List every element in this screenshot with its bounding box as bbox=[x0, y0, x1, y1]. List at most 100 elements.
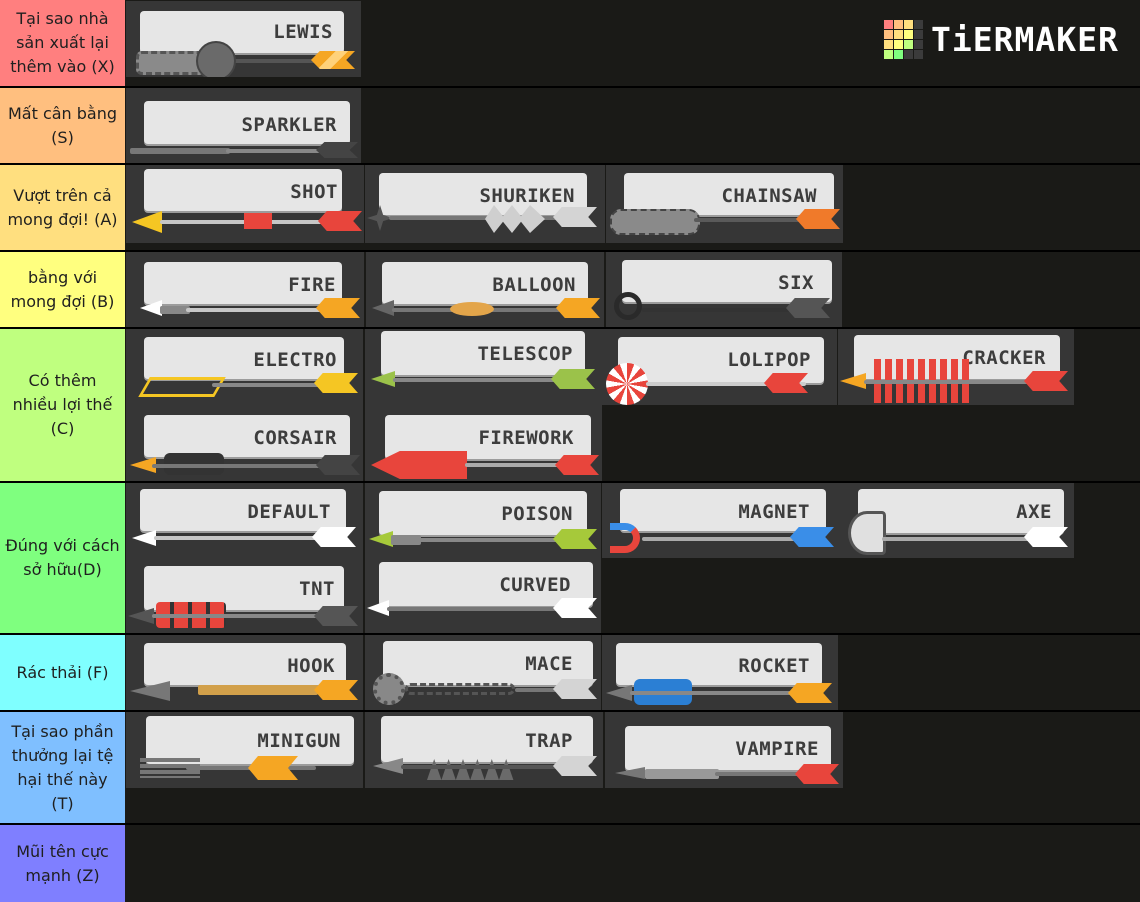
fletching-icon bbox=[311, 51, 355, 69]
tier-row-t: Tại sao phần thưởng lại tệ hại thế này (… bbox=[0, 712, 1140, 823]
electro-icon bbox=[138, 377, 226, 397]
tier-label-text: Có thêm nhiều lợi thế (C) bbox=[12, 371, 113, 438]
tier-item-telescop[interactable]: TELESCOP bbox=[365, 329, 601, 405]
arrowhead-icon bbox=[132, 530, 156, 546]
tier-item-chainsaw[interactable]: CHAINSAW bbox=[606, 165, 843, 243]
tier-item-default[interactable]: DEFAULT bbox=[126, 483, 363, 558]
item-name: HOOK bbox=[287, 655, 335, 677]
fletching-icon bbox=[314, 606, 358, 626]
tier-item-shuriken[interactable]: SHURIKEN bbox=[365, 165, 605, 243]
item-name: FIRE bbox=[288, 274, 336, 296]
fletching-icon bbox=[790, 527, 834, 547]
axe-icon bbox=[848, 511, 886, 555]
fletching-icon bbox=[553, 598, 597, 618]
tier-item-poison[interactable]: POISON bbox=[365, 483, 601, 558]
fletching-icon bbox=[553, 207, 597, 227]
tier-label-text: Rác thải (F) bbox=[16, 662, 109, 682]
item-name: ROCKET bbox=[738, 655, 810, 677]
arrowhead-icon bbox=[371, 371, 395, 387]
fletching-icon bbox=[555, 455, 599, 475]
tier-label-text: Đúng với cách sở hữu(D) bbox=[5, 536, 120, 579]
tier-label-s[interactable]: Mất cân bằng (S) bbox=[0, 88, 125, 163]
item-name: TELESCOP bbox=[477, 343, 573, 365]
item-name: CURVED bbox=[499, 574, 571, 596]
item-name: DEFAULT bbox=[247, 501, 331, 523]
tier-item-trap[interactable]: TRAP bbox=[365, 712, 603, 788]
tier-label-b[interactable]: bằng với mong đợi (B) bbox=[0, 252, 125, 327]
arrowhead-icon bbox=[372, 300, 394, 316]
fletching-icon bbox=[553, 529, 597, 549]
tier-label-a[interactable]: Vượt trên cả mong đợi! (A) bbox=[0, 165, 125, 250]
arrowhead-icon bbox=[606, 685, 632, 701]
fletching-icon bbox=[553, 679, 597, 699]
tier-item-corsair[interactable]: CORSAIR bbox=[126, 405, 363, 481]
tier-label-d[interactable]: Đúng với cách sở hữu(D) bbox=[0, 483, 125, 633]
fletching-icon bbox=[316, 298, 360, 318]
tier-item-mace[interactable]: MACE bbox=[365, 635, 601, 710]
tier-label-text: Tại sao phần thưởng lại tệ hại thế này (… bbox=[11, 721, 114, 813]
fletching-icon bbox=[312, 527, 356, 547]
tiermaker-logo[interactable]: TiERMAKER bbox=[884, 20, 1119, 59]
tier-label-f[interactable]: Rác thải (F) bbox=[0, 635, 125, 710]
tier-item-vampire[interactable]: VAMPIRE bbox=[605, 712, 843, 788]
item-name: LEWIS bbox=[273, 21, 333, 43]
tier-label-x[interactable]: Tại sao nhà sản xuất lại thêm vào (X) bbox=[0, 0, 125, 86]
tier-item-cracker[interactable]: CRACKER bbox=[838, 329, 1074, 405]
fletching-icon bbox=[1024, 527, 1068, 547]
item-name: VAMPIRE bbox=[735, 738, 819, 760]
tier-item-sparkler[interactable]: SPARKLER bbox=[126, 88, 361, 163]
fletching-icon bbox=[788, 683, 832, 703]
tier-label-text: Tại sao nhà sản xuất lại thêm vào (X) bbox=[10, 9, 115, 76]
band-icon bbox=[244, 213, 272, 229]
tier-item-curved[interactable]: CURVED bbox=[365, 558, 601, 633]
shuriken-icon bbox=[485, 205, 545, 233]
item-name: TNT bbox=[299, 578, 335, 600]
arrowhead-icon bbox=[130, 457, 156, 473]
tier-item-fire[interactable]: FIRE bbox=[126, 252, 364, 327]
item-name: TRAP bbox=[525, 730, 573, 752]
ring-icon bbox=[614, 292, 642, 320]
fletching-icon bbox=[553, 756, 597, 776]
item-name: FIREWORK bbox=[478, 427, 574, 449]
tier-item-lolipop[interactable]: LOLIPOP bbox=[600, 329, 837, 405]
item-name: MAGNET bbox=[738, 501, 810, 523]
tier-label-text: Mất cân bằng (S) bbox=[7, 103, 118, 147]
tier-item-firework[interactable]: FIREWORK bbox=[365, 405, 602, 481]
sawblade-icon bbox=[196, 41, 236, 77]
tier-item-minigun[interactable]: MINIGUN bbox=[126, 712, 363, 788]
fletching-icon bbox=[316, 455, 360, 475]
tier-item-rocket[interactable]: ROCKET bbox=[602, 635, 838, 710]
tier-item-lewis[interactable]: LEWIS bbox=[126, 1, 361, 77]
tier-item-six[interactable]: SIX bbox=[606, 252, 842, 327]
tier-row-b: bằng với mong đợi (B) FIRE BALLOON SIX bbox=[0, 252, 1140, 327]
item-name: CHAINSAW bbox=[721, 185, 817, 207]
fletching-icon bbox=[551, 369, 595, 389]
tier-item-shot[interactable]: SHOT bbox=[126, 165, 364, 243]
item-name: MINIGUN bbox=[257, 730, 341, 752]
item-name: CORSAIR bbox=[253, 427, 337, 449]
tier-label-t[interactable]: Tại sao phần thưởng lại tệ hại thế này (… bbox=[0, 712, 125, 823]
arrowhead-icon bbox=[140, 300, 162, 316]
item-name: BALLOON bbox=[492, 274, 576, 296]
tier-item-balloon[interactable]: BALLOON bbox=[366, 252, 604, 327]
arrowhead-icon bbox=[373, 758, 403, 774]
tier-label-c[interactable]: Có thêm nhiều lợi thế (C) bbox=[0, 329, 125, 481]
item-name: SHURIKEN bbox=[479, 185, 575, 207]
tier-item-magnet[interactable]: MAGNET bbox=[602, 483, 838, 558]
tier-item-axe[interactable]: AXE bbox=[838, 483, 1074, 558]
item-name: CRACKER bbox=[962, 347, 1046, 369]
tier-item-tnt[interactable]: TNT bbox=[126, 558, 363, 633]
tier-row-d: Đúng với cách sở hữu(D) DEFAULT POISON M… bbox=[0, 483, 1140, 633]
arrowhead-icon bbox=[840, 373, 866, 389]
item-name: SPARKLER bbox=[241, 114, 337, 136]
fletching-icon bbox=[314, 680, 358, 700]
item-name: SIX bbox=[778, 272, 814, 294]
tier-row-s: Mất cân bằng (S) SPARKLER bbox=[0, 88, 1140, 163]
tier-label-z[interactable]: Mũi tên cực mạnh (Z) bbox=[0, 825, 125, 902]
fletching-icon bbox=[764, 373, 808, 393]
chain-icon bbox=[405, 683, 515, 695]
item-name: POISON bbox=[501, 503, 573, 525]
tier-item-hook[interactable]: HOOK bbox=[126, 635, 363, 710]
mace-icon bbox=[373, 673, 405, 705]
tier-item-electro[interactable]: ELECTRO bbox=[126, 329, 363, 405]
